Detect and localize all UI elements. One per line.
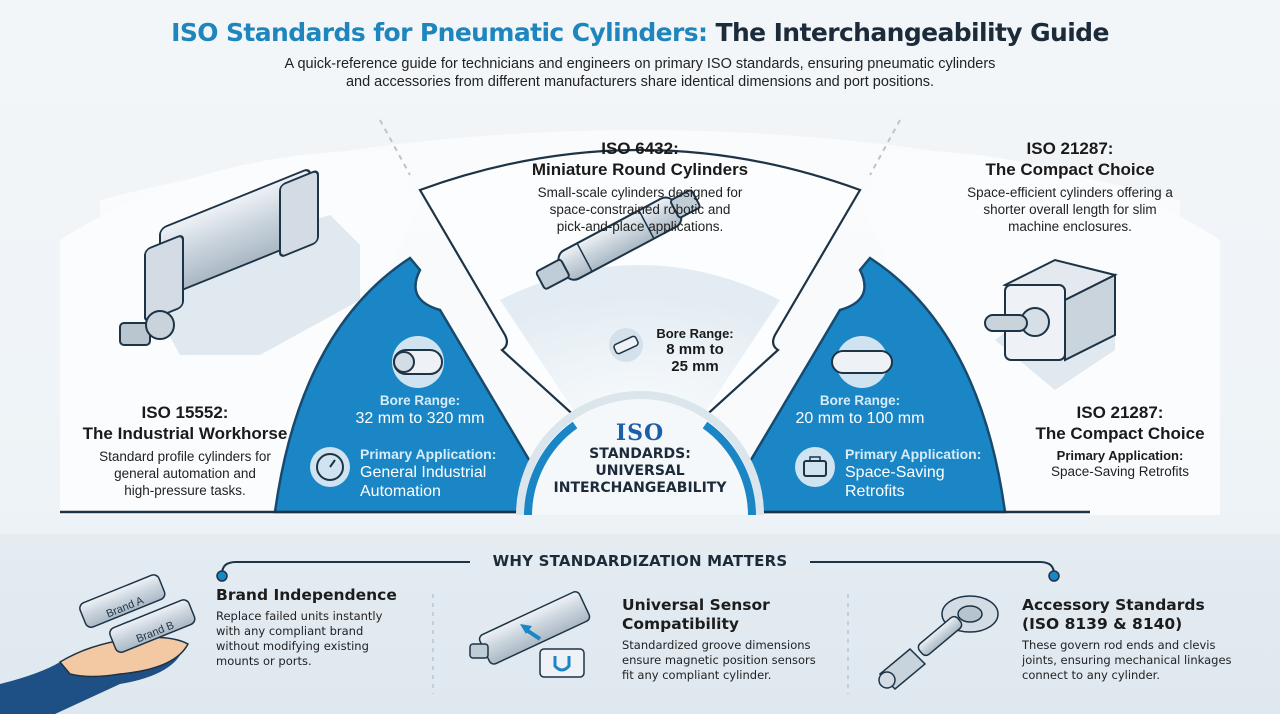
why-title: WHY STANDARDIZATION MATTERS [492,552,788,570]
standards-diagram: ISO 15552: The Industrial Workhorse Stan… [60,119,1205,516]
iso-6432-description: Small-scale cylinders designed for space… [537,185,743,234]
iso-21287-application: Primary Application: Space-Saving Retrof… [845,446,982,500]
card-brand-independence: Brand Independence Replace failed units … [216,586,397,668]
bore-rod-icon-right [831,336,893,388]
why-section: Brand A Brand B WHY STANDARDIZATION MATT… [0,534,1280,714]
diagram-background [60,119,1118,516]
page-title: ISO Standards for Pneumatic Cylinders: T… [0,18,1280,47]
iso-6432-bore: Bore Range: 8 mm to 25 mm [656,326,734,375]
mini-cylinder-icon [609,328,643,362]
sensor-cylinder-illustration [469,591,591,678]
iso-21287-title-repeat: ISO 21287: The Compact Choice [1035,403,1205,443]
tie-rod-cylinder-illustration [119,169,360,355]
iso-6432-title: ISO 6432: Miniature Round Cylinders [531,139,749,179]
iso-21287-title: ISO 21287: The Compact Choice [985,139,1155,179]
card-universal-sensor: Universal Sensor Compatibility Standardi… [622,596,816,682]
rod-end-clevis-illustration [878,595,999,691]
iso-15552-application: Primary Application: General Industrial … [360,446,497,500]
bore-tube-icon-left [392,336,444,388]
title-part1: ISO Standards for Pneumatic Cylinders: [171,18,708,47]
center-badge: ISO STANDARDS: UNIVERSAL INTERCHANGEABIL… [553,420,727,496]
hand-holding-cylinders-illustration: Brand A Brand B [0,574,196,714]
iso-15552-title: ISO 15552: The Industrial Workhorse [82,403,288,443]
subtitle: A quick-reference guide for technicians … [0,55,1280,91]
iso-21287-description: Space-efficient cylinders offering a sho… [967,185,1173,234]
iso-15552-description: Standard profile cylinders for general a… [99,449,271,498]
round-cylinder-illustration [535,189,701,290]
header: ISO Standards for Pneumatic Cylinders: T… [0,18,1280,91]
briefcase-icon [795,447,835,487]
gauge-icon [310,447,350,487]
title-part2: The Interchangeability Guide [707,18,1109,47]
card-accessory-standards: Accessory Standards (ISO 8139 & 8140) Th… [1022,596,1232,682]
iso-logo-icon: ISO [615,420,665,446]
subtitle-line2: and accessories from different manufactu… [345,74,935,90]
why-connectors: Brand A Brand B [0,561,1060,714]
compact-cylinder-illustration [984,258,1118,390]
iso-21287-bore: Bore Range: 20 mm to 100 mm [795,393,925,427]
iso-21287-application-repeat: Primary Application: Space-Saving Retrof… [1050,448,1190,479]
iso-15552-bore: Bore Range: 32 mm to 320 mm [355,393,485,427]
subtitle-line1: A quick-reference guide for technicians … [284,56,996,72]
